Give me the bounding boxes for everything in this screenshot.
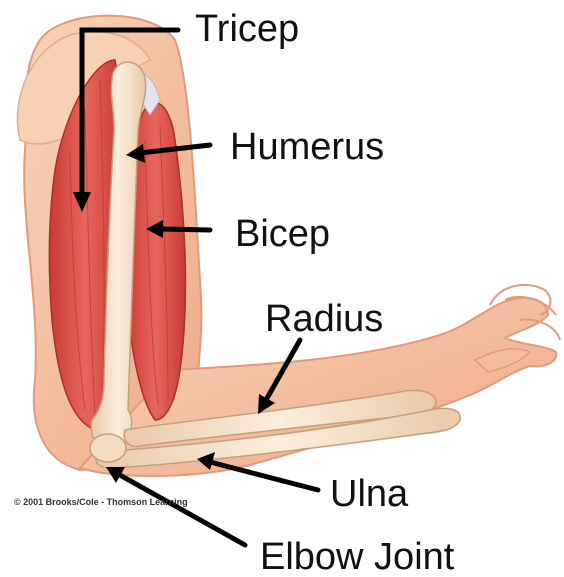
bicep-label: Bicep (235, 215, 330, 253)
humerus-label: Humerus (230, 128, 384, 166)
tricep-label: Tricep (195, 10, 299, 48)
radius-label: Radius (265, 300, 383, 338)
bicep-arrow (160, 229, 210, 230)
elbow-joint-label: Elbow Joint (260, 538, 454, 576)
elbow-joint-bone (90, 434, 126, 462)
ulna-arrow (210, 462, 318, 490)
copyright-text: © 2001 Brooks/Cole - Thomson Learning (14, 497, 188, 507)
ulna-label: Ulna (330, 475, 408, 513)
elbow-joint-arrow (118, 474, 245, 545)
